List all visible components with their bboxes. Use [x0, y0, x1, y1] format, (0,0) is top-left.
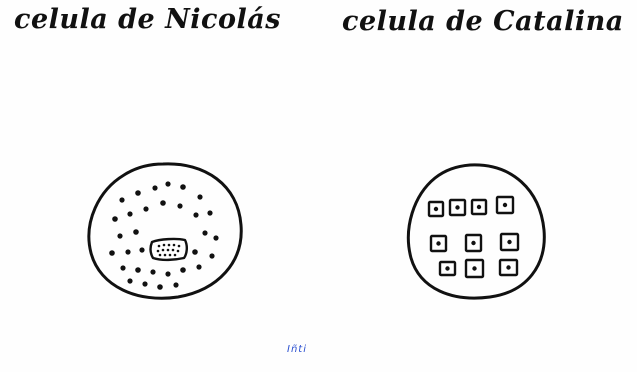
catalina-cell-compartments	[427, 195, 520, 279]
author-credit: Iñti	[287, 344, 307, 355]
nicolas-cell-organelle-dots	[109, 181, 219, 290]
catalina-cell	[406, 163, 546, 300]
catalina-cell-compartment-dots	[433, 202, 512, 271]
nicolas-cell-nucleus	[149, 237, 188, 262]
nicolas-cell-caption: celula de Nicolás	[14, 4, 281, 35]
nicolas-cell	[87, 162, 243, 300]
nicolas-cell-membrane	[87, 162, 243, 300]
catalina-cell-membrane	[406, 163, 546, 300]
catalina-cell-caption: celula de Catalina	[342, 6, 624, 37]
